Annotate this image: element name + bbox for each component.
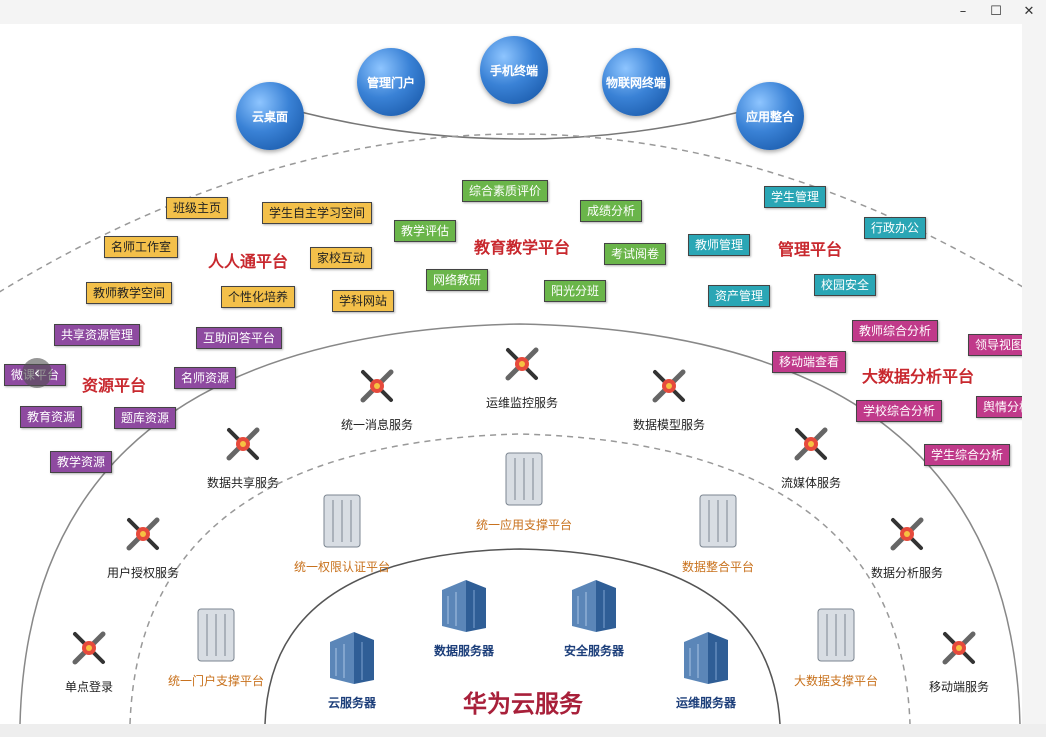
feature-tag: 成绩分析 — [580, 200, 643, 222]
feature-tag: 资产管理 — [708, 285, 771, 307]
building-server-icon — [572, 580, 616, 632]
architecture-diagram: 云桌面 管理门户 手机终端 物联网终端 应用整合 人人通平台 教育教学平台 管理… — [0, 24, 1022, 724]
terminal-bubble: 应用整合 — [736, 82, 804, 150]
service-node: 数据分析服务 — [852, 512, 962, 581]
feature-tag: 教师综合分析 — [852, 320, 939, 342]
service-node: 数据模型服务 — [614, 364, 724, 433]
feature-tag: 家校互动 — [310, 247, 373, 269]
feature-tag: 领导视图 — [968, 334, 1022, 356]
feature-tag: 共享资源管理 — [54, 324, 141, 346]
building-server-icon — [684, 632, 728, 684]
service-node: 流媒体服务 — [756, 422, 866, 491]
feature-tag: 教学资源 — [50, 451, 113, 473]
feature-tag: 学科网站 — [332, 290, 395, 312]
terminal-bubble: 手机终端 — [480, 36, 548, 104]
server-cabinet-icon — [817, 608, 855, 662]
wrench-screwdriver-icon — [126, 517, 160, 551]
platform-label: 管理平台 — [778, 240, 843, 259]
feature-tag: 阳光分班 — [544, 280, 607, 302]
wrench-screwdriver-icon — [360, 369, 394, 403]
feature-tag: 题库资源 — [114, 407, 177, 429]
feature-tag: 名师工作室 — [104, 236, 179, 258]
feature-tag: 综合素质评价 — [462, 180, 549, 202]
feature-tag: 教育资源 — [20, 406, 83, 428]
minimize-button[interactable]: – — [959, 4, 967, 19]
service-node: 用户授权服务 — [88, 512, 198, 581]
server-cabinet-icon — [505, 452, 543, 506]
feature-tag: 个性化培养 — [221, 286, 296, 308]
close-button[interactable]: ✕ — [1023, 4, 1035, 19]
server-cabinet-icon — [323, 494, 361, 548]
maximize-button[interactable]: ☐ — [990, 4, 1002, 19]
wrench-screwdriver-icon — [942, 631, 976, 665]
server-node: 运维服务器 — [646, 628, 766, 711]
building-server-icon — [442, 580, 486, 632]
wrench-screwdriver-icon — [505, 347, 539, 381]
wrench-screwdriver-icon — [890, 517, 924, 551]
feature-tag: 教学评估 — [394, 220, 457, 242]
server-cabinet-icon — [197, 608, 235, 662]
service-node: 数据共享服务 — [188, 422, 298, 491]
support-platform-node: 统一应用支撑平台 — [454, 452, 594, 533]
horizontal-scrollbar[interactable] — [0, 724, 1046, 737]
platform-label: 教育教学平台 — [474, 238, 571, 257]
feature-tag: 校园安全 — [814, 274, 877, 296]
support-platform-node: 统一权限认证平台 — [272, 494, 412, 575]
feature-tag: 学生综合分析 — [924, 444, 1011, 466]
service-node: 统一消息服务 — [322, 364, 432, 433]
feature-tag: 学生自主学习空间 — [262, 202, 373, 224]
service-node: 单点登录 — [34, 626, 144, 695]
wrench-screwdriver-icon — [652, 369, 686, 403]
window-titlebar: – ☐ ✕ — [0, 0, 1046, 24]
support-platform-node: 大数据支撑平台 — [766, 608, 906, 689]
feature-tag: 移动端查看 — [772, 351, 847, 373]
terminal-bubble: 管理门户 — [357, 48, 425, 116]
prev-arrow-icon[interactable]: ‹ — [22, 358, 52, 388]
wrench-screwdriver-icon — [794, 427, 828, 461]
building-server-icon — [330, 632, 374, 684]
feature-tag: 名师资源 — [174, 367, 237, 389]
feature-tag: 互助问答平台 — [196, 327, 283, 349]
service-node: 移动端服务 — [904, 626, 1014, 695]
server-node: 云服务器 — [292, 628, 412, 711]
diagram-title: 华为云服务 — [463, 690, 583, 718]
support-platform-node: 统一门户支撑平台 — [146, 608, 286, 689]
feature-tag: 舆情分析 — [976, 396, 1022, 418]
service-node: 运维监控服务 — [467, 342, 577, 411]
wrench-screwdriver-icon — [226, 427, 260, 461]
platform-label: 大数据分析平台 — [862, 367, 975, 386]
feature-tag: 考试阅卷 — [604, 243, 667, 265]
feature-tag: 教师教学空间 — [86, 282, 173, 304]
feature-tag: 学校综合分析 — [856, 400, 943, 422]
feature-tag: 网络教研 — [426, 269, 489, 291]
vertical-scrollbar[interactable] — [1022, 24, 1046, 724]
server-node: 安全服务器 — [534, 576, 654, 659]
feature-tag: 行政办公 — [864, 217, 927, 239]
platform-label: 资源平台 — [82, 376, 147, 395]
support-platform-node: 数据整合平台 — [648, 494, 788, 575]
feature-tag: 教师管理 — [688, 234, 751, 256]
wrench-screwdriver-icon — [72, 631, 106, 665]
server-node: 数据服务器 — [404, 576, 524, 659]
feature-tag: 学生管理 — [764, 186, 827, 208]
server-cabinet-icon — [699, 494, 737, 548]
platform-label: 人人通平台 — [208, 252, 289, 271]
terminal-bubble: 云桌面 — [236, 82, 304, 150]
feature-tag: 班级主页 — [166, 197, 229, 219]
terminal-bubble: 物联网终端 — [602, 48, 670, 116]
